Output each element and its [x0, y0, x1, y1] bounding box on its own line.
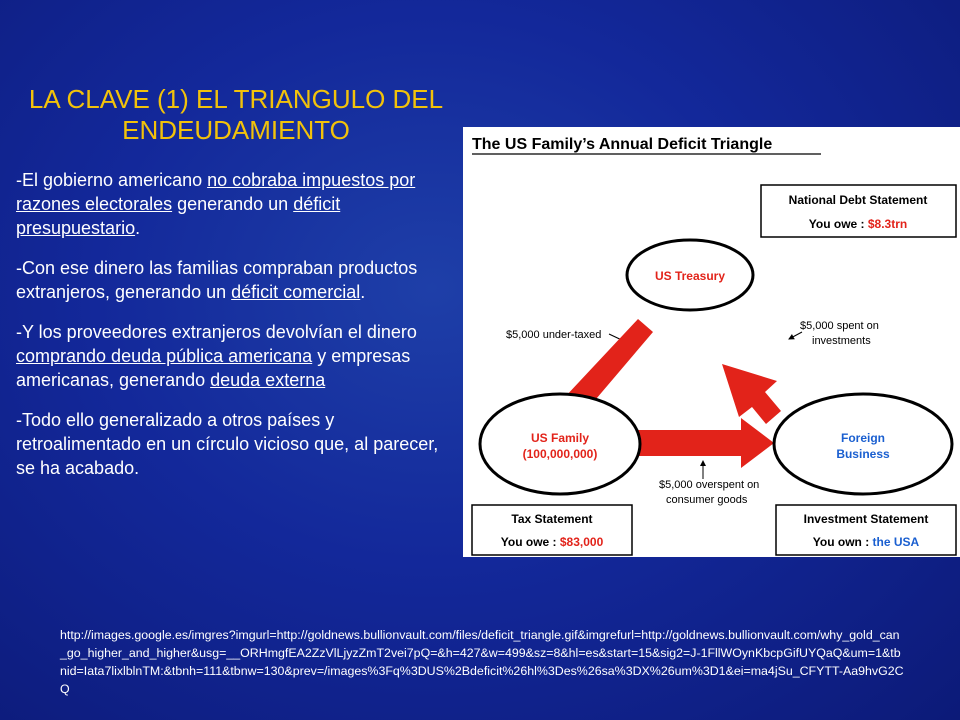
paragraph-budget-deficit: -El gobierno americano no cobraba impues… [16, 168, 456, 240]
underlined-phrase: no cobraba impuestos por razones elector… [16, 170, 416, 214]
investment-statement-value: the USA [873, 535, 920, 549]
spent-investments-line1: $5,000 spent on [800, 320, 879, 332]
slide-title: LA CLAVE (1) EL TRIANGULO DEL ENDEUDAMIE… [28, 84, 444, 145]
investment-statement-label: You own : [813, 535, 873, 549]
deficit-triangle-figure: The US Family’s Annual Deficit Triangle … [463, 127, 960, 557]
arrow-family-to-foreign [622, 418, 774, 468]
text-run: . [360, 282, 366, 302]
text-run: -Todo ello generalizado a otros países y… [16, 410, 439, 478]
text-run: generando un [172, 194, 294, 214]
svg-text:You own : the USA: You own : the USA [813, 535, 920, 549]
national-debt-heading: National Debt Statement [789, 193, 928, 207]
svg-text:You owe : $83,000: You owe : $83,000 [501, 535, 604, 549]
text-run: -Y los proveedores extranjeros devolvían… [16, 322, 417, 342]
underlined-phrase: comprando deuda pública americana [16, 346, 313, 366]
tax-statement-heading: Tax Statement [511, 512, 592, 526]
text-run: . [135, 218, 141, 238]
investment-statement-box: Investment Statement You own : the USA [775, 504, 957, 556]
us-family-label: US Family [531, 431, 589, 445]
spent-investments-line2: investments [812, 335, 871, 347]
us-family-count: (100,000,000) [523, 447, 598, 461]
text-run: -El gobierno americano [16, 170, 208, 190]
tax-statement-label: You owe : [501, 535, 560, 549]
investment-statement-heading: Investment Statement [804, 512, 929, 526]
svg-text:You owe : $8.3trn: You owe : $8.3trn [809, 217, 907, 231]
overspent-line2: consumer goods [666, 494, 748, 506]
tax-statement-value: $83,000 [560, 535, 604, 549]
national-debt-value: $8.3trn [868, 217, 907, 231]
body-text: -El gobierno americano no cobraba impues… [16, 168, 456, 496]
underlined-phrase: déficit comercial [231, 282, 361, 302]
foreign-business-ellipse [772, 392, 954, 496]
us-family-ellipse [478, 392, 642, 496]
paragraph-external-debt: -Y los proveedores extranjeros devolvían… [16, 320, 456, 392]
overspent-line1: $5,000 overspent on [659, 479, 759, 491]
underlined-phrase: déficit presupuestario [16, 194, 341, 238]
foreign-business-line1: Foreign [841, 431, 885, 445]
text-run: -Con ese dinero las familias compraban p… [16, 258, 418, 302]
paragraph-trade-deficit: -Con ese dinero las familias compraban p… [16, 256, 456, 304]
national-debt-statement-box: National Debt Statement You owe : $8.3tr… [760, 184, 957, 238]
us-treasury-ellipse [625, 238, 755, 312]
text-run: y empresas americanas, generando [16, 346, 411, 390]
arrow-foreign-to-treasury [722, 364, 781, 424]
paragraph-vicious-circle: -Todo ello generalizado a otros países y… [16, 408, 456, 480]
figure-title: The US Family’s Annual Deficit Triangle [472, 136, 772, 153]
under-taxed-label: $5,000 under-taxed [506, 329, 601, 341]
us-treasury-label: US Treasury [655, 269, 725, 283]
foreign-business-line2: Business [836, 447, 890, 461]
spent-investments-pointer [788, 331, 803, 340]
source-url: http://images.google.es/imgres?imgurl=ht… [60, 628, 904, 696]
national-debt-label: You owe : [809, 217, 868, 231]
tax-statement-box: Tax Statement You owe : $83,000 [471, 504, 633, 556]
underlined-phrase: deuda externa [210, 370, 326, 390]
